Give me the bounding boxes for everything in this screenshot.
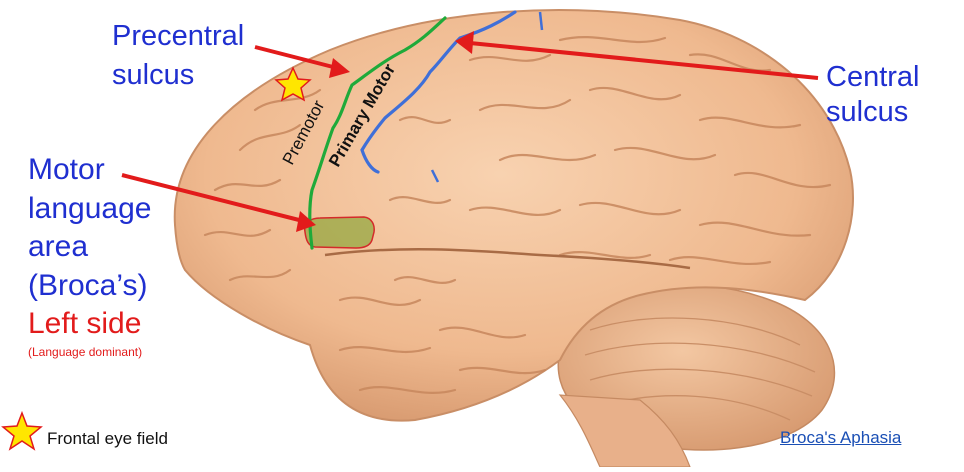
arrow-central-head	[455, 31, 474, 54]
arrow-central	[469, 41, 819, 80]
motor-language-label-line2: language	[28, 192, 152, 225]
lateral-fissure	[324, 247, 691, 270]
central-sulcus-label-line2: sulcus	[826, 96, 909, 128]
cerebrum	[173, 9, 854, 422]
frontal-eye-field-legend-text: Frontal eye field	[47, 429, 168, 448]
precentral-sulcus-line	[308, 16, 447, 250]
arrow-broca-head	[296, 211, 316, 232]
motor-language-label-line4: (Broca’s)	[28, 269, 148, 302]
legend-star-icon	[1, 410, 43, 451]
gyri-texture	[203, 36, 832, 394]
arrow-precentral	[254, 45, 338, 70]
language-dominant-label: (Language dominant)	[28, 345, 143, 359]
precentral-sulcus-label-line2: sulcus	[112, 59, 195, 91]
left-side-label: Left side	[28, 307, 142, 340]
central-sulcus-tick	[538, 11, 544, 31]
frontal-eye-field-star	[274, 66, 312, 102]
brocas-aphasia-link[interactable]: Broca's Aphasia	[780, 428, 902, 447]
arrow-precentral-head	[329, 58, 350, 78]
central-sulcus-tick-2	[430, 169, 440, 183]
central-sulcus-label-line1: Central	[826, 61, 920, 93]
motor-language-label-line1: Motor	[28, 153, 105, 186]
broca-area-region	[303, 216, 375, 249]
precentral-sulcus-label-line1: Precentral	[112, 20, 245, 52]
motor-language-label-line3: area	[28, 230, 89, 263]
arrow-broca	[121, 173, 304, 223]
annotation-arrows	[121, 31, 819, 232]
